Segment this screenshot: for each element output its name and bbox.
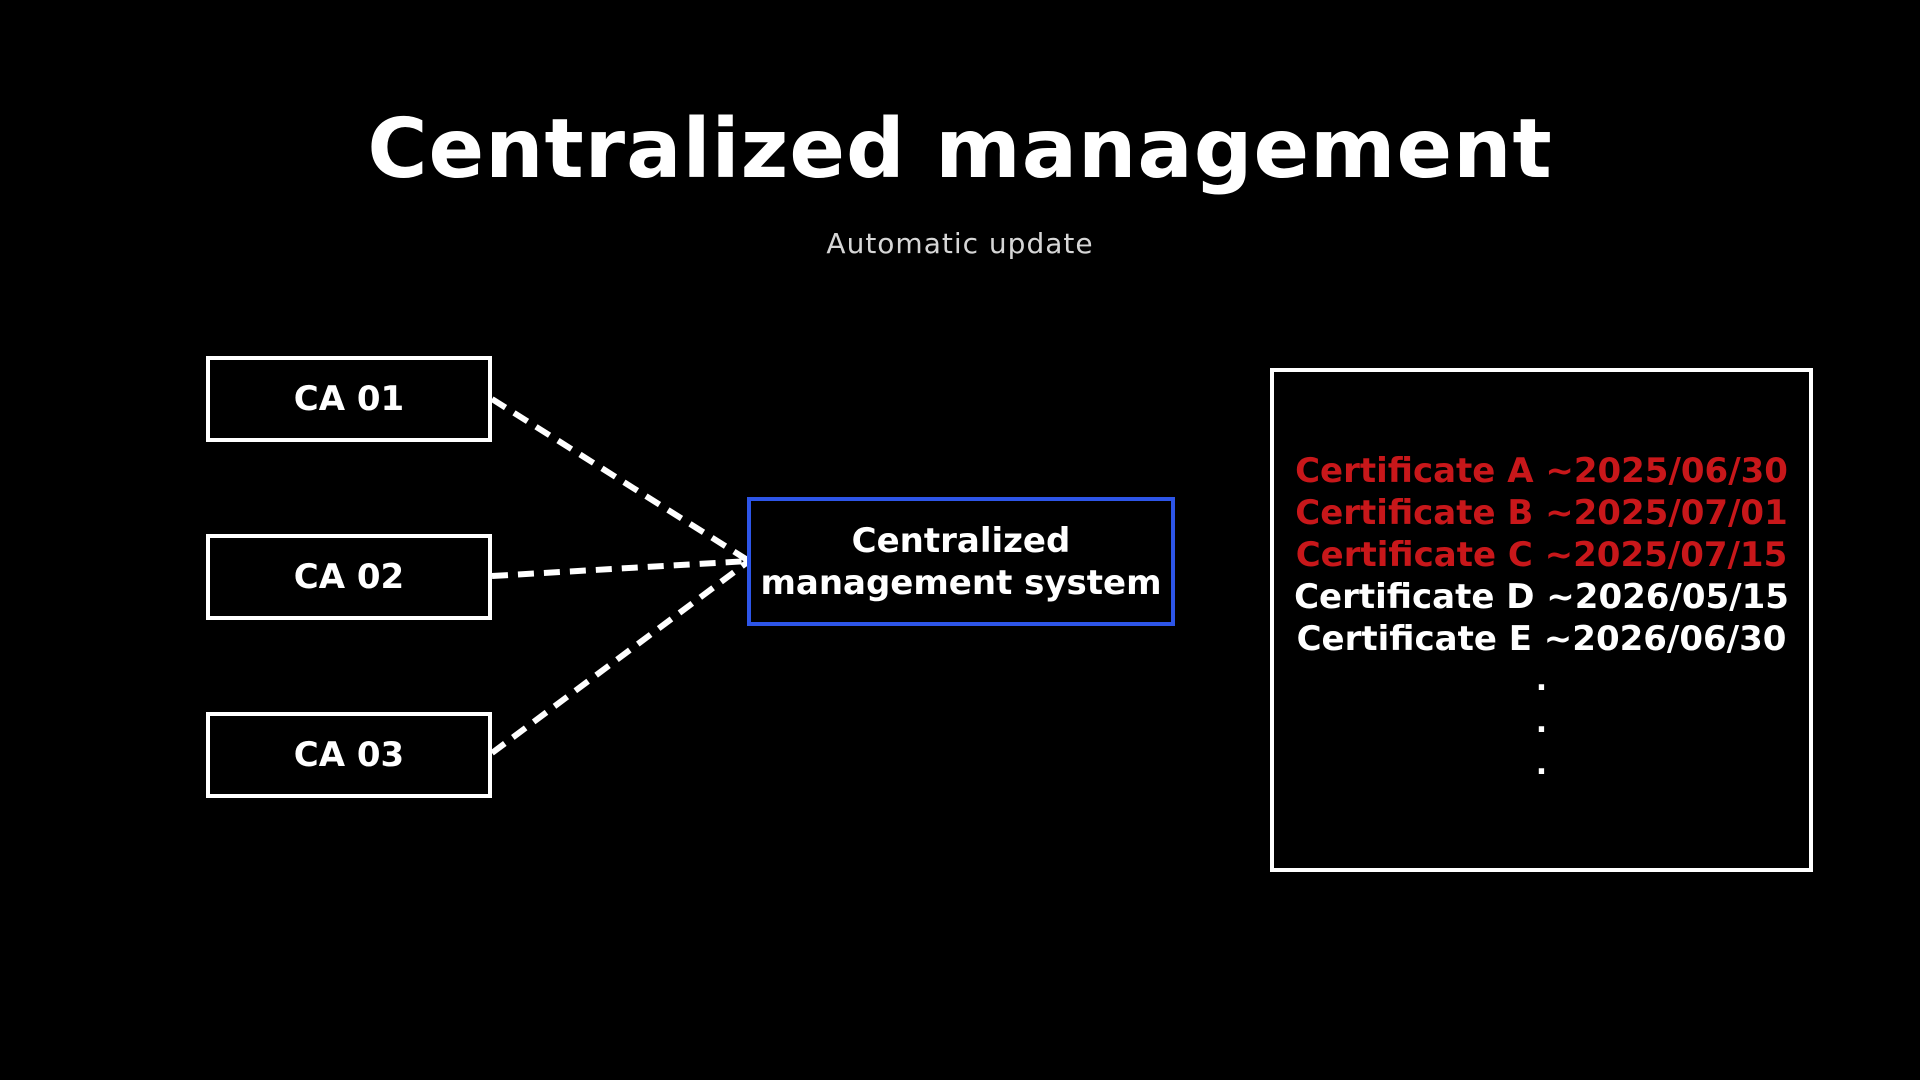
system-label-line2: management system — [760, 562, 1162, 603]
ca-box-label: CA 01 — [293, 379, 405, 419]
slide-subtitle: Automatic update — [826, 227, 1094, 260]
ellipsis-dot: . — [1535, 705, 1548, 740]
certificate-item: Certificate C ~2025/07/15 — [1295, 535, 1788, 575]
certificate-item: Certificate E ~2026/06/30 — [1296, 619, 1787, 659]
certificate-list: Certificate A ~2025/06/30 Certificate B … — [1274, 450, 1809, 786]
centralized-management-system-box: Centralized management system — [747, 497, 1175, 626]
certificate-list-panel: Certificate A ~2025/06/30 Certificate B … — [1270, 368, 1813, 872]
ellipsis-dot: . — [1535, 663, 1548, 698]
ca-box-01: CA 01 — [206, 356, 492, 442]
certificate-item: Certificate A ~2025/06/30 — [1295, 451, 1788, 491]
connector-ca03-to-system — [490, 558, 751, 756]
certificate-item: Certificate B ~2025/07/01 — [1295, 493, 1788, 533]
connector-ca02-to-system — [491, 558, 750, 579]
slide-title: Centralized management — [367, 102, 1553, 197]
connector-ca01-to-system — [490, 396, 751, 564]
system-label-line1: Centralized — [851, 520, 1071, 561]
ellipsis-dot: . — [1535, 747, 1548, 782]
ca-box-label: CA 03 — [293, 735, 405, 775]
certificate-item: Certificate D ~2026/05/15 — [1294, 577, 1789, 617]
ca-box-02: CA 02 — [206, 534, 492, 620]
ca-box-label: CA 02 — [293, 557, 405, 597]
ca-box-03: CA 03 — [206, 712, 492, 798]
